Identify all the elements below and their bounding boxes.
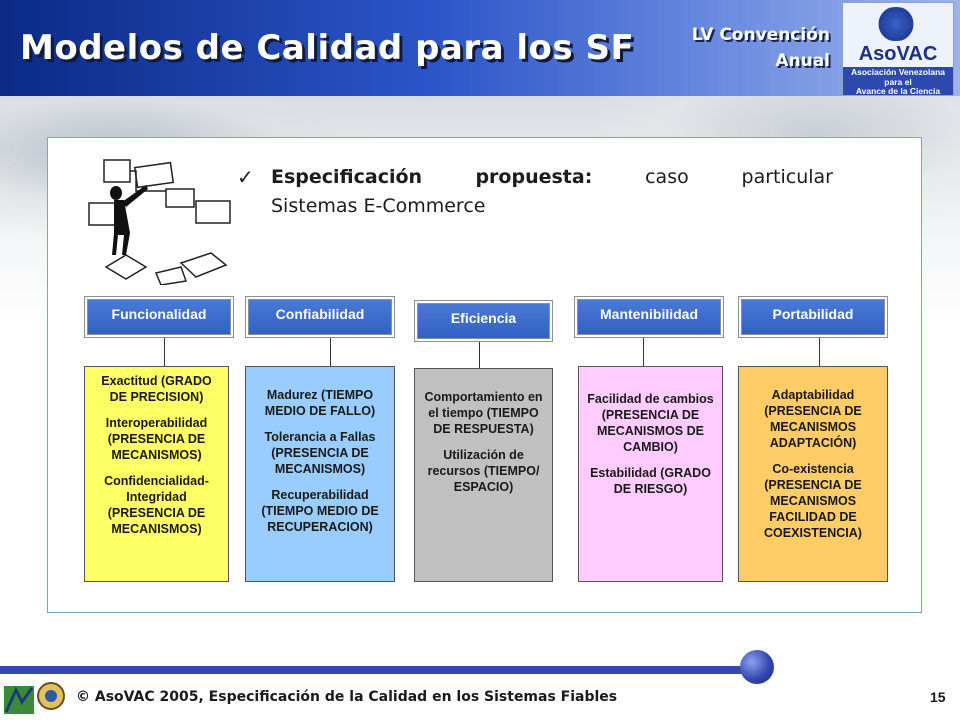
clipart-link-1 (130, 170, 166, 192)
detail-item: Co-existencia (PRESENCIA DE MECANISMOS F… (764, 462, 862, 540)
bullet-heading: Especificación propuesta: (271, 166, 593, 188)
footer-ball-ornament (740, 650, 774, 684)
category-portabilidad: Portabilidad (738, 296, 888, 338)
logo-line-3: Avance de la Ciencia (843, 87, 953, 95)
detail-item: Comportamiento en el tiempo (TIEMPO DE R… (424, 390, 543, 436)
footer-seal-icon (37, 682, 65, 710)
detail-eficiencia: Comportamiento en el tiempo (TIEMPO DE R… (414, 368, 553, 582)
clipart-document-2 (133, 161, 175, 189)
detail-item: Estabilidad (GRADO DE RIESGO) (590, 466, 711, 496)
connector-portabilidad (819, 338, 820, 366)
detail-confiabilidad: Madurez (TIEMPO MEDIO DE FALLO) Toleranc… (245, 366, 395, 582)
detail-item: Utilización de recursos (TIEMPO/ ESPACIO… (427, 448, 540, 494)
bullet-line-2: Sistemas E-Commerce (271, 195, 486, 217)
category-funcionalidad: Funcionalidad (84, 296, 234, 338)
clipart-document-1 (103, 159, 131, 183)
convention-label: LV Convención Anual (692, 22, 830, 74)
slide-title: Modelos de Calidad para los SF (20, 28, 635, 68)
category-eficiencia: Eficiencia (414, 300, 553, 342)
footer-copyright: © AsoVAC 2005, Especificación de la Cali… (76, 689, 618, 705)
convention-line-2: Anual (775, 51, 830, 71)
clipart-paper-3 (154, 266, 188, 285)
clipart-paper-1 (104, 254, 148, 280)
clipart-document-3 (88, 202, 118, 226)
clipart-paper-2 (179, 252, 228, 278)
footer-divider (0, 666, 750, 674)
logo-line-2: para el (843, 77, 953, 87)
detail-item: Recuperabilidad (TIEMPO MEDIO DE RECUPER… (261, 488, 379, 534)
bullet-point: ✓ Especificación propuesta: caso particu… (237, 163, 833, 221)
detail-funcionalidad: Exactitud (GRADO DE PRECISION) Interoper… (84, 366, 229, 582)
convention-line-1: LV Convención (691, 25, 830, 45)
detail-item: Facilidad de cambios (PRESENCIA DE MECAN… (587, 392, 714, 454)
detail-portabilidad: Adaptabilidad (PRESENCIA DE MECANISMOS A… (738, 366, 888, 582)
connector-funcionalidad (164, 338, 165, 366)
logo-name: AsoVAC (858, 43, 938, 65)
clipart-person (110, 185, 148, 255)
detail-item: Interoperabilidad (PRESENCIA DE MECANISM… (105, 416, 208, 462)
title-banner: Modelos de Calidad para los SF LV Conven… (0, 0, 960, 96)
checkmark-icon: ✓ (237, 165, 254, 189)
category-confiabilidad: Confiabilidad (245, 296, 395, 338)
detail-item: Tolerancia a Fallas (PRESENCIA DE MECANI… (264, 430, 376, 476)
detail-mantenibilidad: Facilidad de cambios (PRESENCIA DE MECAN… (578, 366, 723, 582)
clipart-document-5 (195, 200, 231, 224)
asovac-logo: AsoVAC Asociación Venezolana para el Ava… (842, 2, 954, 96)
logo-emblem-icon (873, 7, 919, 41)
footer-logo-left-icon (4, 686, 34, 714)
page-number: 15 (930, 689, 946, 705)
detail-item: Madurez (TIEMPO MEDIO DE FALLO) (264, 388, 376, 418)
bullet-rest: caso particular (645, 166, 833, 188)
clipart-document-4 (165, 188, 195, 208)
detail-item: Exactitud (GRADO DE PRECISION) (101, 374, 212, 404)
detail-item: Adaptabilidad (PRESENCIA DE MECANISMOS A… (764, 388, 862, 450)
detail-item: Confidencialidad-Integridad (PRESENCIA D… (104, 474, 209, 536)
clipart-person-with-documents (88, 159, 231, 285)
category-mantenibilidad: Mantenibilidad (574, 296, 724, 338)
connector-eficiencia (479, 342, 480, 368)
connector-mantenibilidad (643, 338, 644, 366)
logo-line-1: Asociación Venezolana (843, 67, 953, 77)
bullet-line-1: Especificación propuesta: caso particula… (271, 163, 833, 192)
connector-confiabilidad (330, 338, 331, 366)
